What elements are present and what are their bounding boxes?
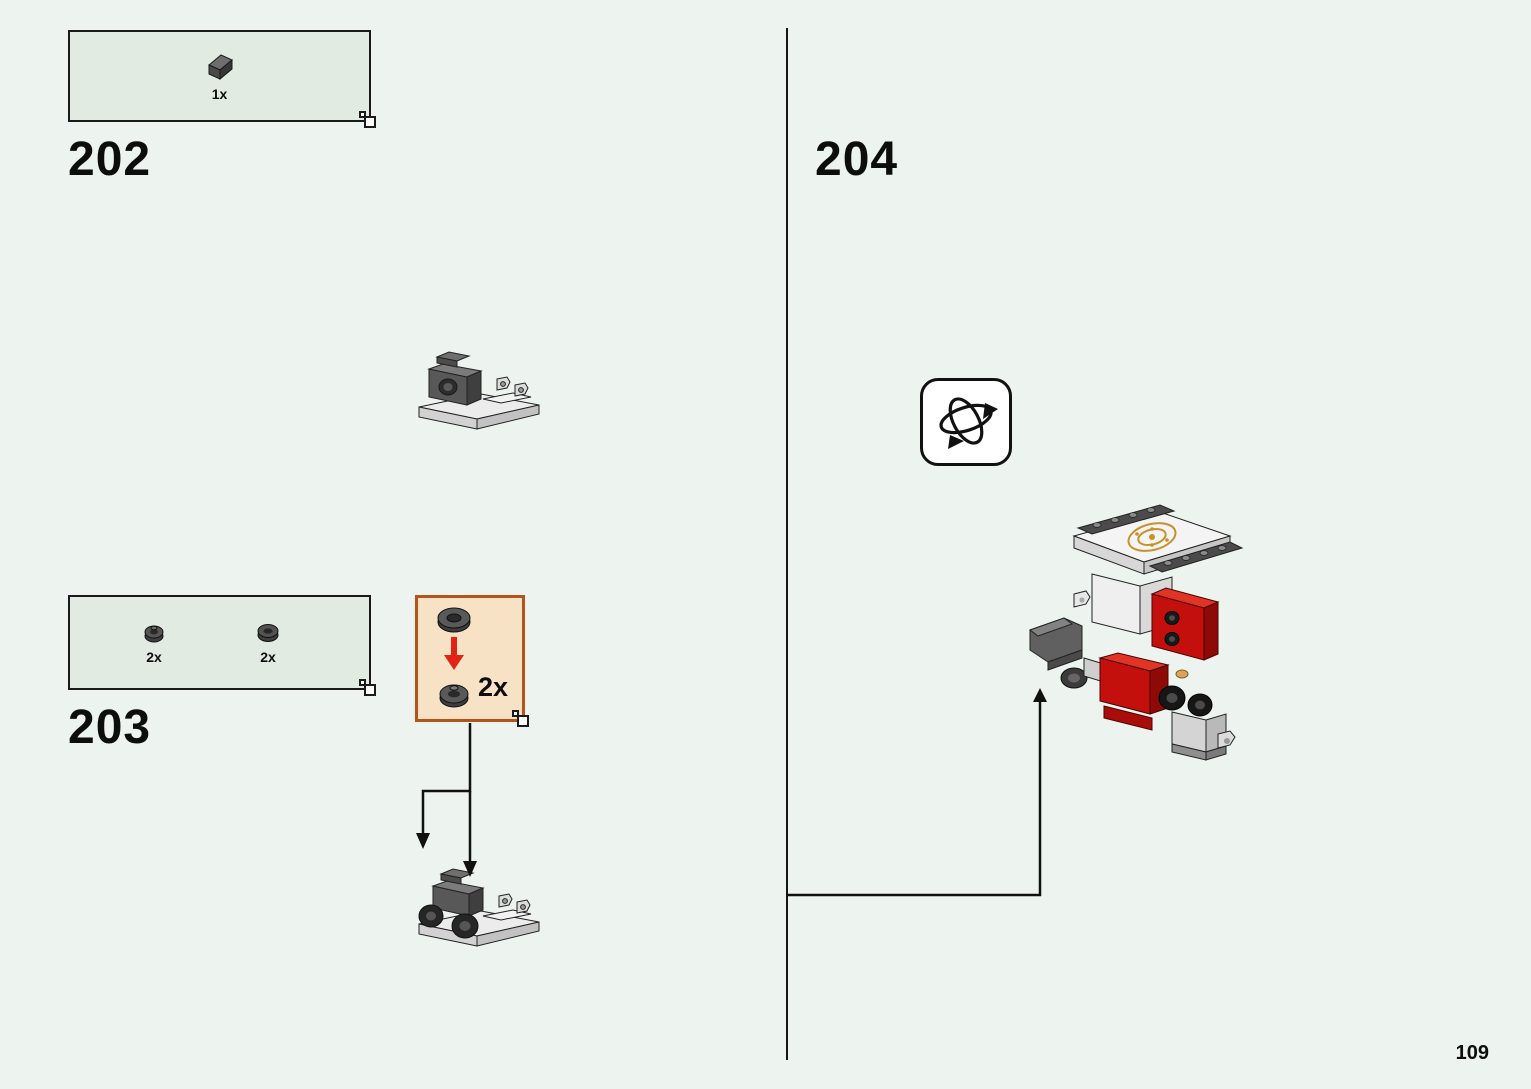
marker-small-square xyxy=(359,111,366,118)
parts-box-202: 1x xyxy=(68,30,376,128)
marker-small-square xyxy=(512,710,519,717)
page-number: 109 xyxy=(1455,1042,1489,1064)
assembly-illustration-203 xyxy=(418,868,540,947)
marker-big-square xyxy=(364,116,376,128)
marker-big-square xyxy=(517,715,529,727)
step-number-203: 203 xyxy=(68,701,152,754)
step-number-202: 202 xyxy=(68,133,152,186)
step-number-204: 204 xyxy=(815,133,899,186)
tire-icon xyxy=(257,624,279,642)
assembly-illustration-202 xyxy=(418,351,540,430)
part-count: 2x xyxy=(260,649,276,665)
parts-box-203: 2x 2x xyxy=(68,595,376,696)
assembly-illustration-204 xyxy=(1028,504,1244,761)
tire-on-hub-diagram xyxy=(437,607,471,708)
placement-arrows xyxy=(416,723,477,877)
part-item-slope: 1x xyxy=(201,50,239,102)
subassembly-marker-icon xyxy=(512,710,529,727)
rotate-arrows-glyph xyxy=(939,397,998,449)
part-item-tire: 2x xyxy=(250,617,286,665)
reference-arrow xyxy=(787,688,1047,897)
marker-big-square xyxy=(364,684,376,696)
part-count: 2x xyxy=(146,649,162,665)
subassembly-marker-icon xyxy=(359,679,376,696)
tire-mount-callout: 2x xyxy=(415,595,529,727)
subassembly-marker-icon xyxy=(359,111,376,128)
slope-brick-icon xyxy=(207,54,233,81)
part-item-wheel-hub: 2x xyxy=(136,617,172,665)
wheel-hub-icon xyxy=(144,625,164,643)
part-count: 1x xyxy=(211,86,228,102)
callout-count: 2x xyxy=(478,672,509,702)
rotate-model-icon xyxy=(920,378,1012,466)
column-divider xyxy=(786,28,788,1060)
marker-small-square xyxy=(359,679,366,686)
